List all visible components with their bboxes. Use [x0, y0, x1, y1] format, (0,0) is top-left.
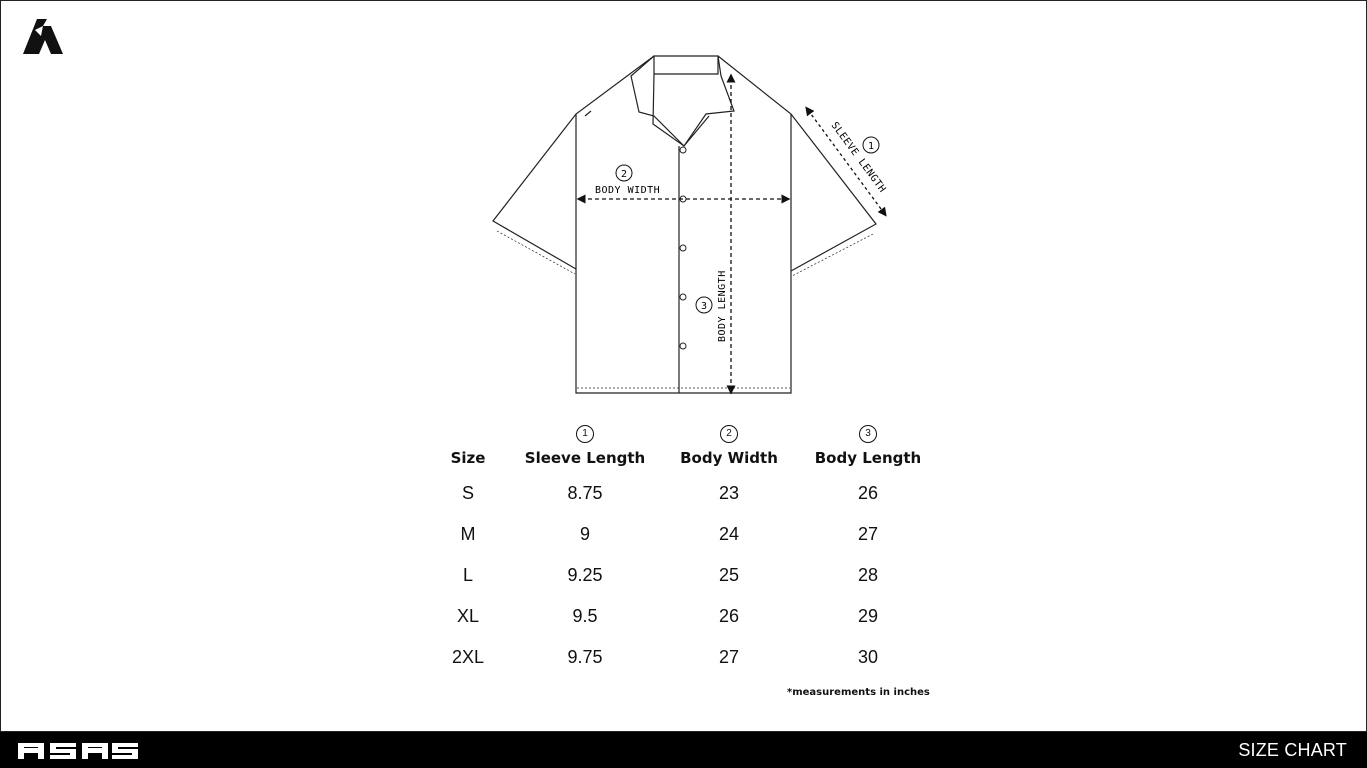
sleeve-length-number: 1	[576, 425, 594, 443]
size-table-header: Size 1 Sleeve Length 2 Body Width 3 Body…	[426, 419, 938, 473]
brand-logo-icon	[23, 19, 63, 54]
sleeve-length-marker	[862, 136, 880, 154]
header-body-width: 2 Body Width	[660, 419, 798, 473]
shirt-outline	[492, 55, 877, 394]
cell-width: 26	[718, 606, 740, 626]
brand-wordmark-logo	[18, 743, 138, 759]
table-row: M 9 24 27	[426, 514, 938, 555]
cell-length: 29	[857, 606, 879, 626]
body-length-marker-text: 3	[701, 301, 707, 312]
cell-sleeve: 9	[579, 524, 590, 544]
cell-size: L	[462, 565, 473, 585]
cell-size: S	[461, 483, 474, 503]
table-row: L 9.25 25 28	[426, 555, 938, 596]
table-row: 2XL 9.75 27 30	[426, 637, 938, 678]
cell-length: 27	[857, 524, 879, 544]
cell-sleeve: 9.75	[567, 647, 603, 667]
header-size: Size	[450, 449, 486, 467]
shirt-diagram: 2 BODY WIDTH 3 BODY LENGTH 1 SLEEVE LENG…	[492, 55, 888, 395]
body-length-number: 3	[859, 425, 877, 443]
cell-size: XL	[456, 606, 480, 626]
body-width-marker	[615, 164, 633, 182]
footer-bar: SIZE CHART	[0, 732, 1367, 768]
body-width-marker-text: 2	[621, 169, 627, 180]
table-row: XL 9.5 26 29	[426, 596, 938, 637]
cell-sleeve: 8.75	[567, 483, 603, 503]
body-length-marker	[695, 296, 713, 314]
sleeve-length-label: SLEEVE LENGTH	[829, 120, 888, 195]
size-chart-card: 2 BODY WIDTH 3 BODY LENGTH 1 SLEEVE LENG…	[0, 0, 1367, 732]
cell-size: 2XL	[451, 647, 485, 667]
footer-title: SIZE CHART	[1238, 740, 1347, 760]
header-body-length: 3 Body Length	[798, 419, 938, 473]
cell-length: 28	[857, 565, 879, 585]
cell-width: 27	[718, 647, 740, 667]
body-width-label: BODY WIDTH	[595, 185, 660, 196]
cell-sleeve: 9.25	[567, 565, 603, 585]
sleeve-length-marker-text: 1	[868, 141, 874, 152]
shirt-buttons	[679, 146, 687, 350]
cell-sleeve: 9.5	[572, 606, 598, 626]
cell-size: M	[460, 524, 476, 544]
cell-width: 25	[718, 565, 740, 585]
size-table: Size 1 Sleeve Length 2 Body Width 3 Body…	[426, 419, 938, 678]
measurement-note: *measurements in inches	[787, 687, 930, 698]
body-width-number: 2	[720, 425, 738, 443]
cell-width: 23	[718, 483, 740, 503]
sleeve-length-arrow	[805, 106, 887, 217]
cell-length: 26	[857, 483, 879, 503]
body-length-label: BODY LENGTH	[717, 270, 728, 342]
cell-length: 30	[857, 647, 879, 667]
cell-width: 24	[718, 524, 740, 544]
table-row: S 8.75 23 26	[426, 473, 938, 514]
header-sleeve-length: 1 Sleeve Length	[510, 419, 660, 473]
